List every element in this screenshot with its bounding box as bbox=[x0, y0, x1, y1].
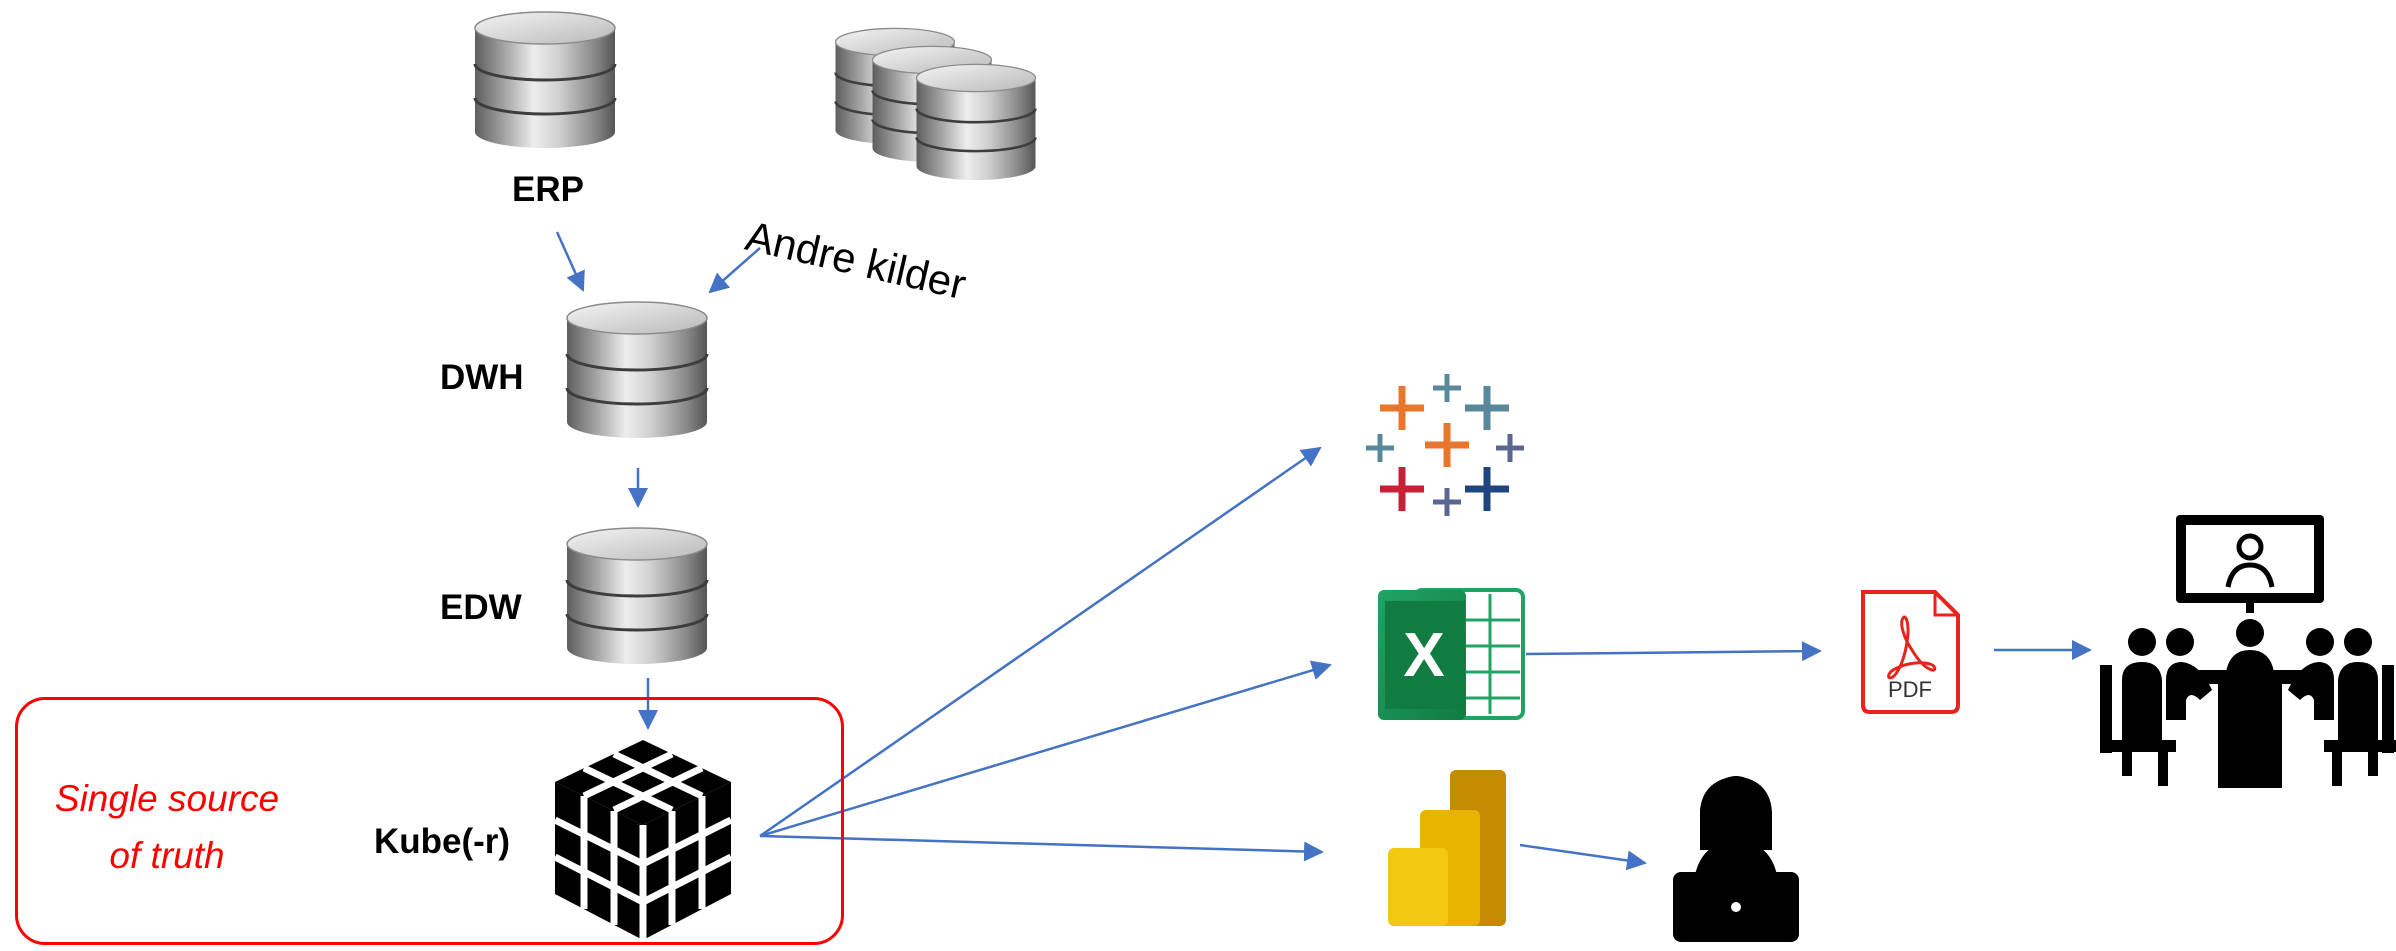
erp-database-icon bbox=[473, 10, 617, 150]
user-laptop-icon bbox=[1673, 776, 1799, 942]
arrow-excel-pdf bbox=[1525, 641, 1822, 662]
dwh-label: DWH bbox=[440, 358, 524, 397]
dwh-database-icon bbox=[565, 300, 709, 440]
arrow-andre-dwh bbox=[708, 247, 761, 294]
andre-kilder-database-stack-icon bbox=[834, 27, 1037, 182]
arrow-powerbi-user bbox=[1519, 843, 1647, 871]
edw-database-icon bbox=[565, 526, 709, 666]
arrow-erp-dwh bbox=[555, 231, 585, 292]
single-source-line1: Single source bbox=[54, 778, 280, 819]
excel-letter: X bbox=[1403, 621, 1444, 690]
connector-arrows bbox=[555, 231, 2092, 871]
kube-label: Kube(-r) bbox=[374, 822, 511, 861]
pdf-label: PDF bbox=[1888, 677, 1932, 702]
single-source-line2: of truth bbox=[109, 835, 225, 876]
erp-label: ERP bbox=[512, 170, 584, 209]
cube-icon bbox=[553, 740, 733, 940]
excel-icon: X bbox=[1378, 588, 1525, 720]
powerbi-icon bbox=[1388, 770, 1506, 926]
tableau-icon bbox=[1366, 374, 1524, 516]
arrow-kube-powerbi bbox=[759, 834, 1324, 862]
arrow-kube-excel bbox=[759, 660, 1332, 838]
single-source-of-truth-box bbox=[15, 697, 844, 945]
edw-label: EDW bbox=[440, 588, 522, 627]
single-source-of-truth-label: Single source of truth bbox=[36, 770, 298, 884]
arrow-kube-tableau bbox=[759, 446, 1322, 838]
meeting-icon bbox=[2100, 515, 2396, 788]
pdf-icon: PDF bbox=[1861, 590, 1960, 714]
